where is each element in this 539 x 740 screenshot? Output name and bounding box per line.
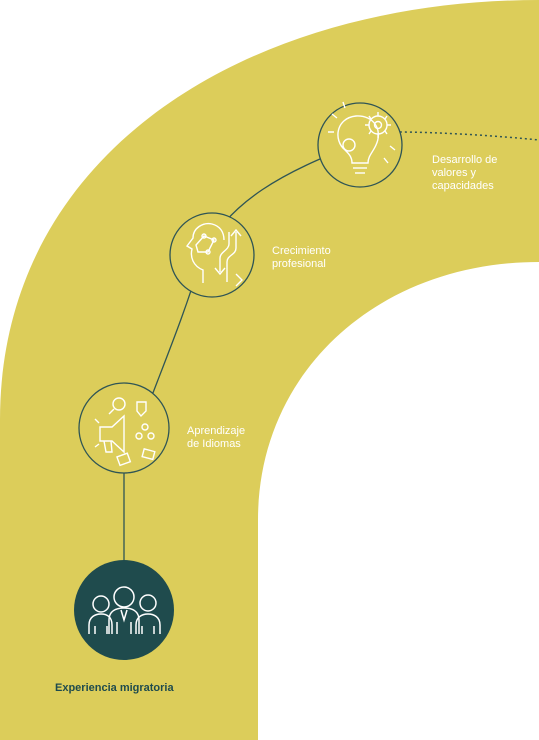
people-group-icon: [88, 586, 161, 634]
label-aprendizaje: Aprendizaje de Idiomas: [187, 425, 287, 451]
label-line: Desarrollo de: [432, 154, 498, 166]
label-line: valores y: [432, 167, 477, 179]
head-growth-arrows-icon: [185, 222, 243, 287]
megaphone-languages-icon: [94, 397, 156, 467]
node-aprendizaje: [78, 382, 170, 474]
node-experiencia: [74, 560, 174, 660]
lightbulb-gears-icon: [328, 101, 396, 174]
path-dotted-continuation: [394, 131, 539, 141]
label-line: capacidades: [432, 180, 494, 192]
label-line: de Idiomas: [187, 438, 241, 450]
label-experiencia: Experiencia migratoria: [55, 682, 174, 694]
label-desarrollo: Desarrollo de valores y capacidades: [432, 154, 532, 193]
label-line: Crecimiento: [272, 245, 331, 257]
node-crecimiento: [169, 212, 255, 298]
label-line: Aprendizaje: [187, 425, 246, 437]
label-crecimiento: Crecimiento profesional: [272, 245, 372, 271]
label-line: profesional: [272, 258, 326, 270]
node-desarrollo: [317, 101, 403, 188]
